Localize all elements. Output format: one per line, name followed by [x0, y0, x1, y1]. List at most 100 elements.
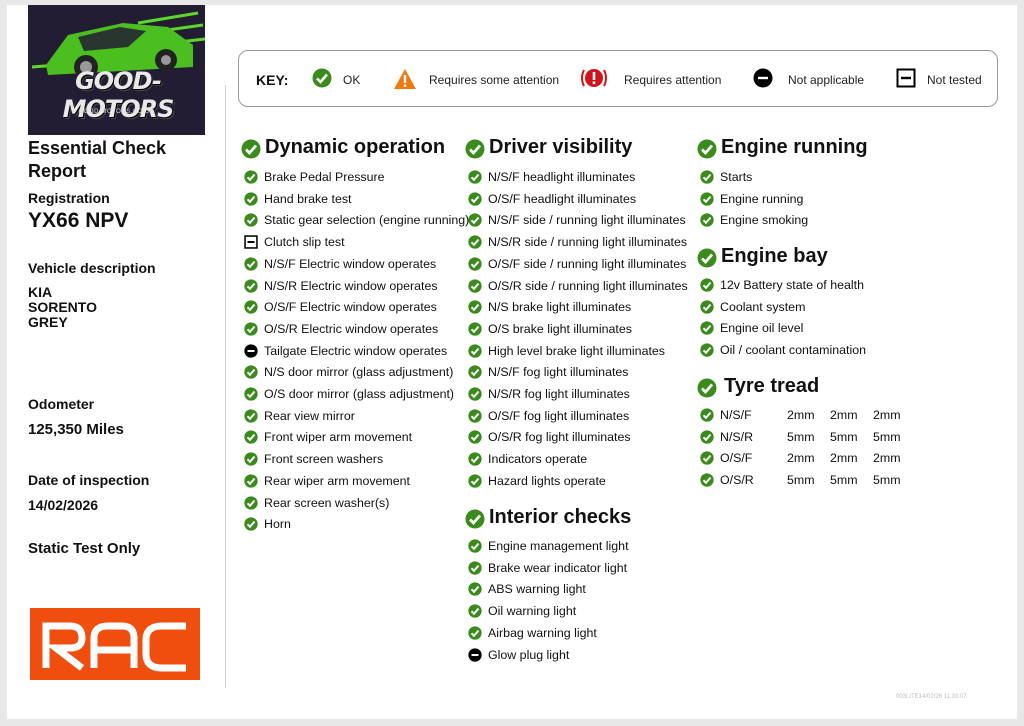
check-item-label: N/S brake light illuminates: [488, 300, 632, 315]
ok-check-icon: [700, 278, 714, 292]
check-item-label: Clutch slip test: [264, 235, 345, 250]
good-motors-logo: GOOD-MOTORS GOOD-MOTORS.CO.UK: [28, 5, 205, 135]
key-some-attention-text: Requires some attention: [429, 73, 560, 87]
check-item-label: Indicators operate: [488, 452, 588, 467]
ok-check-icon: [244, 170, 258, 184]
ok-check-icon: [244, 365, 258, 379]
check-item-label: O/S/F fog light illuminates: [488, 408, 630, 423]
ok-check-icon: [244, 257, 258, 271]
ok-check-icon: [468, 343, 482, 358]
check-item-label: Coolant system: [720, 299, 806, 314]
vehicle-description: KIA SORENTO GREY: [28, 285, 97, 330]
check-item-label: Rear screen washer(s): [264, 495, 390, 510]
check-item-label: Oil / coolant contamination: [720, 343, 867, 358]
car-logo-graphic: [31, 11, 205, 79]
not-applicable-icon: [244, 343, 258, 358]
tyre-position: O/S/F: [720, 451, 753, 466]
ok-check-icon: [468, 235, 482, 249]
ok-check-icon: [468, 170, 482, 184]
tyre-depth-outer: 5mm: [873, 473, 901, 488]
tyre-position: O/S/R: [720, 473, 754, 488]
ok-check-icon: [700, 300, 714, 314]
check-item-label: O/S brake light illuminates: [488, 321, 632, 336]
check-item-label: Horn: [264, 517, 291, 532]
ok-check-icon: [468, 409, 482, 423]
tyre-position: N/S/R: [720, 429, 754, 444]
alert-red-icon: [581, 69, 607, 87]
section-ok-check-icon: [697, 139, 717, 159]
check-item-label: Oil warning light: [488, 604, 577, 619]
check-item-label: O/S/F headlight illuminates: [488, 191, 637, 206]
check-item-label: Hand brake test: [264, 191, 352, 206]
vehicle-description-label: Vehicle description: [28, 260, 156, 276]
key-not-tested-text: Not tested: [927, 73, 982, 87]
tyre-position: N/S/F: [720, 408, 752, 422]
ok-check-icon: [468, 452, 482, 466]
check-item-label: Starts: [720, 170, 753, 184]
ok-check-icon: [468, 192, 482, 206]
tyre-depth-middle: 5mm: [830, 429, 858, 444]
check-item-label: N/S/R Electric window operates: [264, 278, 438, 293]
check-item-label: Front screen washers: [264, 452, 384, 467]
ok-check-icon: [468, 322, 482, 336]
footer-code: 003LITE14/02/26 11:33:07: [896, 694, 967, 700]
ok-check-icon: [468, 626, 482, 640]
check-item-label: N/S/R side / running light illuminates: [488, 235, 688, 250]
check-item-label: Brake Pedal Pressure: [264, 170, 385, 184]
check-item-label: Engine running: [720, 191, 804, 206]
check-item-label: N/S/F side / running light illuminates: [488, 213, 686, 228]
odometer-label: Odometer: [28, 396, 95, 412]
check-item-label: Engine management light: [488, 539, 629, 553]
tyre-depth-outer: 5mm: [873, 429, 901, 444]
tyre-depth-middle: 5mm: [830, 473, 858, 488]
ok-check-icon: [700, 408, 714, 422]
odometer-value: 125,350 Miles: [28, 421, 124, 438]
ok-check-icon: [244, 387, 258, 401]
check-item-label: N/S/F fog light illuminates: [488, 365, 629, 380]
vehicle-model: SORENTO: [28, 299, 97, 315]
rac-logo: [30, 608, 200, 680]
ok-check-icon: [468, 561, 482, 575]
registration-value: YX66 NPV: [28, 209, 129, 232]
ok-check-icon: [244, 430, 258, 445]
vehicle-make: KIA: [28, 284, 53, 300]
check-item-label: O/S/F side / running light illuminates: [488, 256, 687, 271]
ok-check-icon: [312, 68, 332, 88]
ok-check-icon: [468, 387, 482, 401]
report-title: Essential Check Report: [28, 138, 167, 181]
ok-check-icon: [700, 192, 714, 206]
ok-check-icon: [244, 322, 258, 336]
ok-check-icon: [244, 474, 258, 488]
not-applicable-icon: [468, 647, 482, 662]
check-item-label: Front wiper arm movement: [264, 430, 413, 445]
ok-check-icon: [468, 257, 482, 271]
check-item-label: N/S door mirror (glass adjustment): [264, 365, 454, 380]
check-item-label: 12v Battery state of health: [720, 278, 864, 292]
not-tested-icon: [244, 235, 258, 249]
key-label: KEY:: [256, 72, 289, 88]
ok-check-icon: [468, 365, 482, 379]
logo-wordmark: GOOD-MOTORS: [62, 67, 175, 123]
check-item-label: O/S/R side / running light illuminates: [488, 278, 688, 293]
check-item-label: N/S/F headlight illuminates: [488, 170, 636, 184]
section-title-dynamic: Dynamic operation: [265, 136, 446, 158]
rac-wordmark-graphic: [42, 622, 186, 672]
check-item-label: Hazard lights operate: [488, 473, 606, 488]
tyre-depth-outer: 2mm: [873, 408, 901, 422]
ok-check-icon: [700, 321, 714, 336]
check-item-label: O/S door mirror (glass adjustment): [264, 387, 455, 401]
section-ok-check-icon: [697, 378, 717, 398]
ok-check-icon: [244, 278, 258, 293]
check-item-label: ABS warning light: [488, 582, 586, 597]
ok-check-icon: [244, 192, 258, 206]
tyre-depth-inner: 2mm: [787, 451, 815, 466]
warning-triangle-icon: [394, 69, 416, 89]
ok-check-icon: [700, 343, 714, 357]
column-divider: [225, 85, 226, 688]
tyre-depth-middle: 2mm: [830, 451, 858, 466]
test-type: Static Test Only: [28, 540, 141, 557]
section-title-interior: Interior checks: [489, 506, 632, 528]
inspection-date-label: Date of inspection: [28, 472, 150, 488]
check-item-label: N/S/F Electric window operates: [264, 256, 437, 271]
key-attention-text: Requires attention: [624, 73, 722, 87]
